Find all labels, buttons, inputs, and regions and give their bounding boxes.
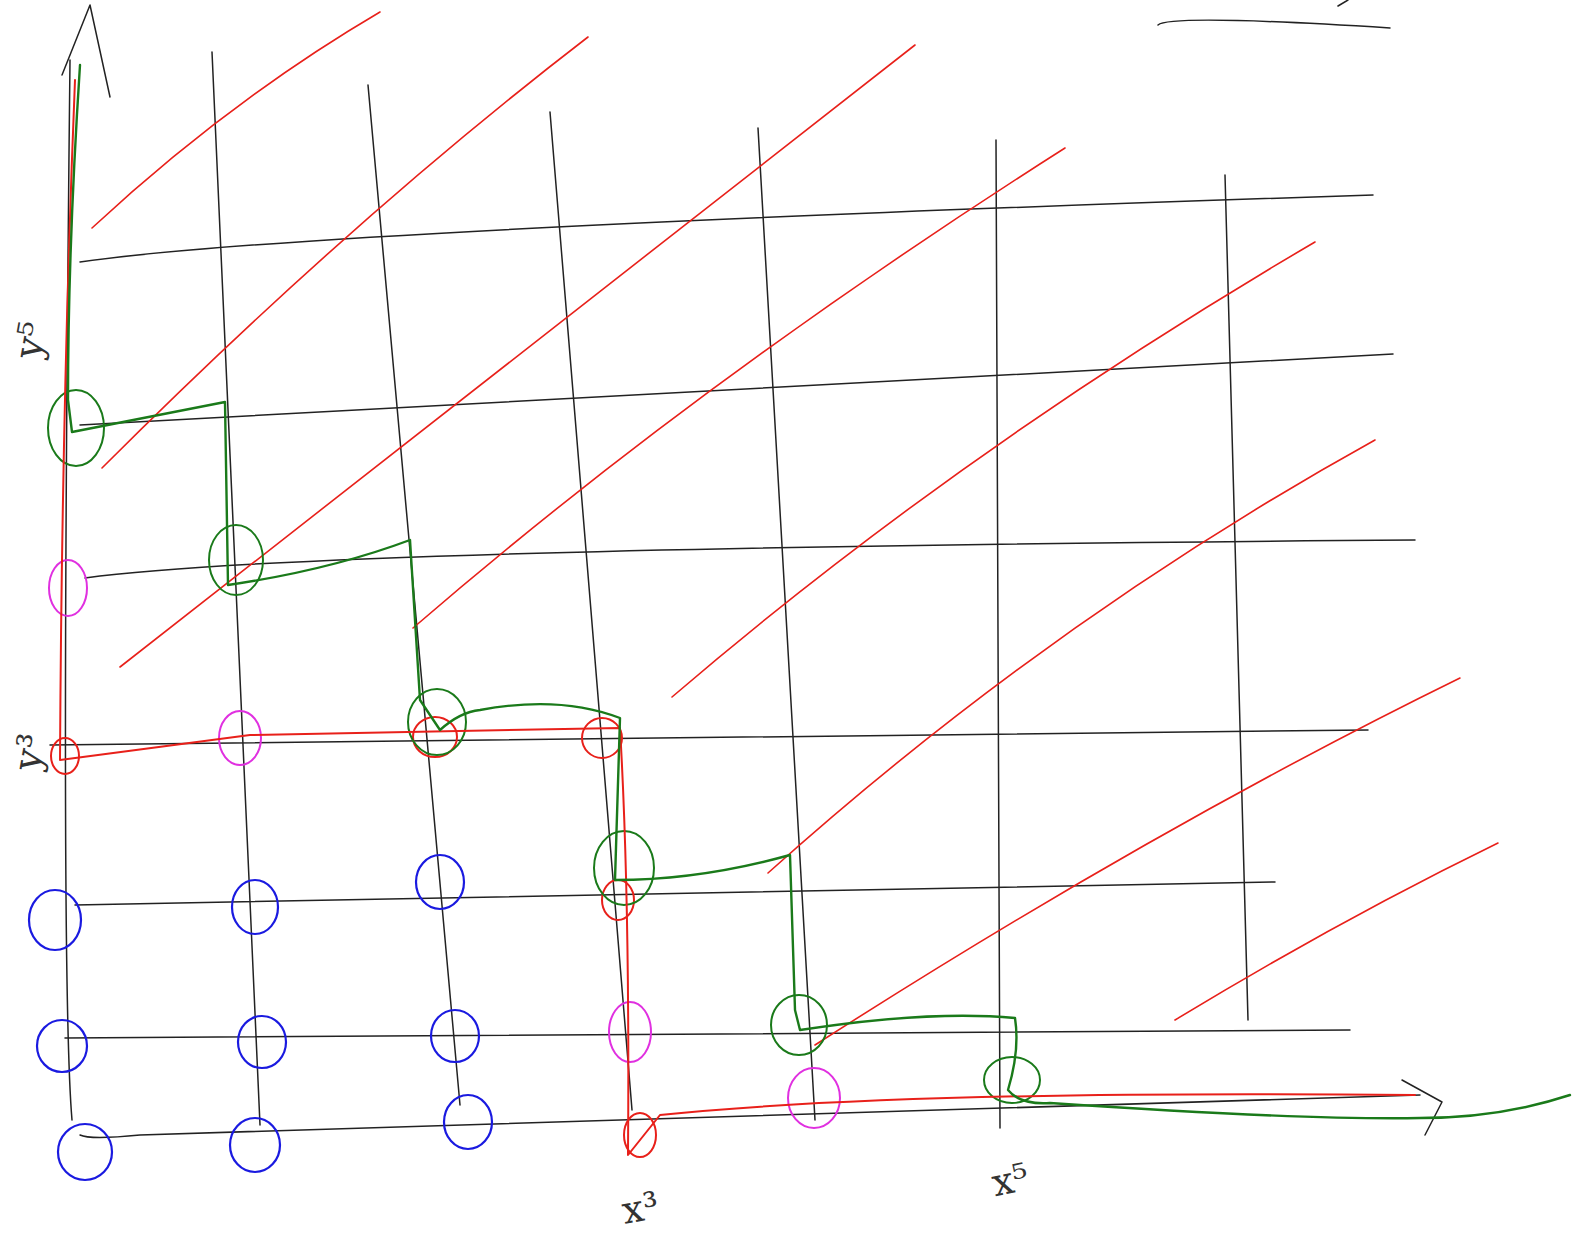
axis-monomial-label: y⁵ xyxy=(5,318,55,362)
grid-lines xyxy=(50,0,1442,1138)
axis-monomial-label: x⁵ xyxy=(988,1155,1033,1206)
red-circles xyxy=(51,717,656,1157)
green-staircase xyxy=(68,65,1570,1118)
red-diagonals xyxy=(92,12,1498,1045)
axis-monomial-label: y³ xyxy=(4,730,54,774)
blue-circles xyxy=(29,855,492,1180)
red-staircase xyxy=(60,80,1415,1155)
magenta-circles xyxy=(49,560,840,1128)
axis-monomial-label: x³ xyxy=(618,1183,662,1233)
green-circles xyxy=(48,390,1040,1103)
